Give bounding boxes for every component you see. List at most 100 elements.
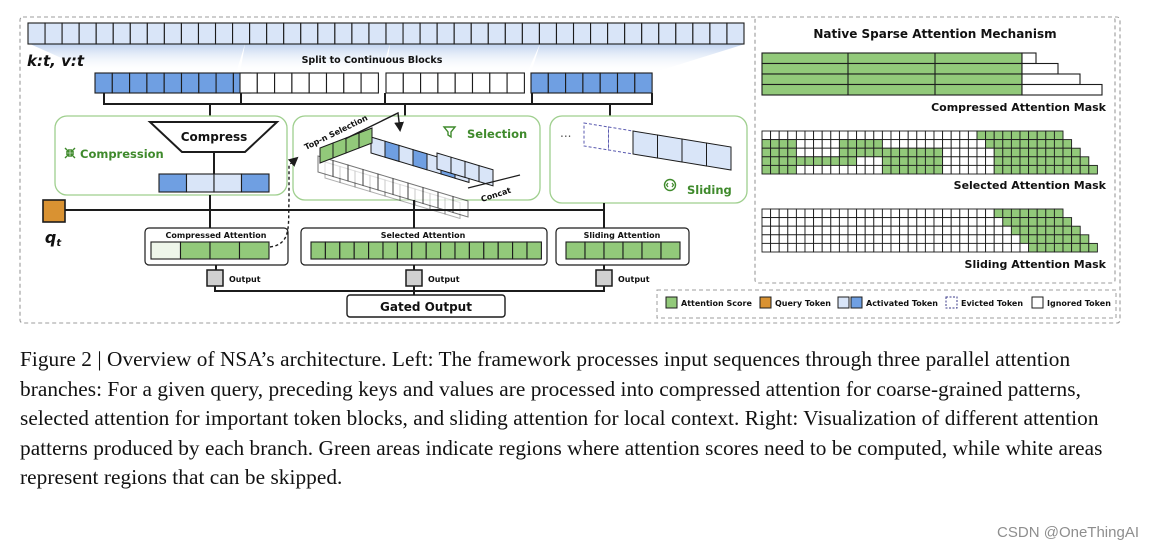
- selected-mask-cell: [976, 147, 987, 158]
- selected-mask-cell: [856, 156, 866, 166]
- selected-mask-cell: [993, 156, 1004, 166]
- sliding-mask-cell: [821, 225, 832, 236]
- sliding-mask-cell: [864, 242, 875, 253]
- kv-token: [351, 22, 370, 45]
- selection-label: Selection: [467, 127, 527, 141]
- selected-mask-cell: [804, 156, 815, 166]
- selected-mask-cell: [1036, 156, 1047, 166]
- sliding-mask-cell: [830, 225, 840, 236]
- selection-visual: [317, 111, 521, 220]
- block-token: [547, 72, 567, 94]
- block-token: [146, 72, 165, 94]
- selected-mask-cell: [881, 139, 892, 149]
- sliding-mask-cell: [778, 217, 789, 227]
- sliding-mask-cell: [899, 217, 909, 227]
- selection-icon: [442, 126, 457, 139]
- compress-trapezoid: [147, 121, 280, 153]
- selected-mask-cell: [821, 156, 832, 166]
- sliding-attention-label: Sliding Attention: [584, 231, 661, 240]
- sliding-attention-cell: [565, 241, 586, 260]
- output-label-sliding: Output: [618, 275, 650, 284]
- output-label-selected: Output: [428, 275, 460, 284]
- block-token: [129, 72, 148, 94]
- kv-token: [709, 22, 728, 45]
- selected-mask-cell: [985, 164, 995, 175]
- selected-mask-cell: [950, 147, 961, 158]
- selected-mask-cell: [778, 130, 789, 141]
- selected-mask-cell: [838, 130, 849, 141]
- evicted-dots: ...: [560, 126, 571, 140]
- sliding-mask-cell: [761, 225, 772, 236]
- sliding-mask-cell: [976, 225, 987, 236]
- sliding-mask-cell: [770, 208, 780, 219]
- selected-mask-cell: [856, 139, 866, 149]
- sliding-mask-cell: [787, 234, 797, 244]
- sliding-mask-cell: [993, 217, 1004, 227]
- sliding-mask-cell: [1045, 225, 1055, 236]
- topn-dashed-link: [269, 156, 299, 248]
- selected-mask-cell: [899, 139, 909, 149]
- sliding-mask-cell: [856, 234, 866, 244]
- selected-mask-cell: [916, 147, 926, 158]
- kv-token: [726, 22, 745, 45]
- compressed-tokens: [158, 173, 270, 193]
- selected-mask-cell: [1053, 147, 1064, 158]
- selected-mask-cell: [830, 147, 840, 158]
- sliding-mask-cell: [959, 242, 969, 253]
- selected-mask-cell: [976, 130, 987, 141]
- sliding-mask-cell: [881, 208, 892, 219]
- selected-mask-cell: [770, 164, 780, 175]
- selected-mask-cell: [778, 156, 789, 166]
- sliding-mask-cell: [804, 225, 815, 236]
- selected-attention-cell: [339, 241, 355, 260]
- sliding-mask-cell: [873, 217, 883, 227]
- selected-mask-cell: [804, 139, 815, 149]
- selected-mask-cell: [993, 139, 1004, 149]
- selected-attention-cell: [440, 241, 456, 260]
- sliding-mask-cell: [1019, 208, 1030, 219]
- block-token: [308, 72, 328, 94]
- kv-token: [487, 22, 506, 45]
- sliding-mask-cell: [847, 217, 858, 227]
- block-token: [454, 72, 474, 94]
- legend-label-ignored-token: Ignored Token: [1047, 299, 1111, 308]
- kv-token: [180, 22, 200, 45]
- sliding-mask-cell: [778, 234, 789, 244]
- kv-token: [436, 22, 455, 45]
- selected-mask-cell: [1088, 164, 1098, 175]
- selected-mask-cell: [813, 164, 823, 175]
- selected-mask-cell: [873, 164, 883, 175]
- selected-mask-cell: [830, 130, 840, 141]
- sliding-mask-cell: [1071, 225, 1081, 236]
- sliding-mask-cell: [1010, 208, 1021, 219]
- sliding-mask-cell: [813, 242, 823, 253]
- sliding-mask-cell: [1062, 225, 1073, 236]
- sliding-mask-cell: [942, 234, 952, 244]
- legend-label-activated-token: Activated Token: [866, 299, 938, 308]
- sliding-mask-cell: [804, 208, 815, 219]
- selected-attention-cell: [353, 241, 370, 260]
- selected-mask-cell: [899, 156, 909, 166]
- sliding-mask-cell: [916, 234, 926, 244]
- sliding-mask-cell: [1062, 242, 1073, 253]
- selected-mask-cell: [924, 147, 935, 158]
- selected-mask-cell: [804, 147, 815, 158]
- selected-mask-cell: [1045, 156, 1055, 166]
- fan-segment: [30, 44, 245, 73]
- sliding-mask-cell: [830, 208, 840, 219]
- selected-mask-cell: [1062, 164, 1073, 175]
- selected-mask-cell: [1079, 164, 1090, 175]
- sliding-mask-cell: [847, 225, 858, 236]
- block-token: [506, 72, 525, 94]
- selected-mask-cell: [1045, 139, 1055, 149]
- bracket-to-branches: [209, 104, 611, 116]
- block-token: [256, 72, 276, 94]
- blocks-bracket: [103, 93, 653, 105]
- selected-mask-cell: [795, 156, 806, 166]
- sliding-mask-cell: [821, 217, 832, 227]
- sliding-mask-cell: [1002, 208, 1012, 219]
- selected-mask-cell: [1010, 139, 1021, 149]
- selected-mask-cell: [985, 130, 995, 141]
- compression-icon: [64, 147, 76, 159]
- compressed-mask-label: Compressed Attention Mask: [931, 101, 1107, 114]
